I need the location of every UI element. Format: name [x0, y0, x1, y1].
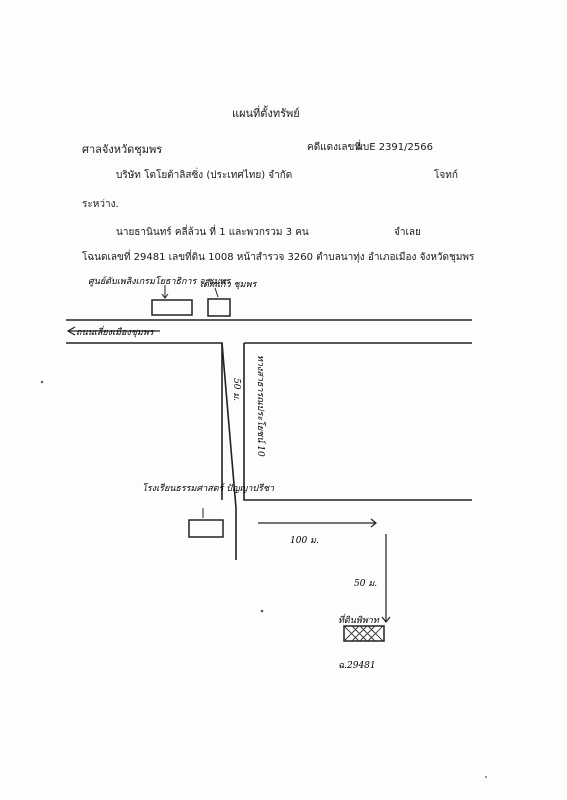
- main-road-bottom-edge-left: [66, 342, 223, 500]
- distance-south-label: 50 ม.: [354, 579, 377, 589]
- between-label: ระหว่าง.: [82, 199, 119, 210]
- plaintiff-role: โจทก์: [434, 170, 458, 181]
- court-name: ศาลจังหวัดชุมพร: [82, 143, 163, 156]
- deed-info: โฉนดเลขที่ 29481 เลขที่ดิน 1008 หน้าสำรว…: [82, 252, 475, 263]
- property-parcel: [343, 625, 385, 642]
- landmark-top-left-label: ศูนย์ดับเพลิงเกรมโยธาธิการ จ.ชุมพร: [88, 275, 231, 287]
- case-label: คดีแดงเลขที่: [307, 142, 361, 153]
- plaintiff-name: บริษัท โตโยต้าลิสซิ่ง (ประเทศไทย) จำกัด: [116, 170, 293, 181]
- building-fire-station: [151, 299, 193, 316]
- parcel-number-label: ฉ.29481: [338, 661, 376, 671]
- side-road-left-edge: [221, 342, 237, 509]
- route-arrows: [258, 518, 391, 623]
- landmark-pointers: [161, 285, 219, 518]
- defendant-role: จำเลย: [394, 227, 421, 238]
- main-road-label: ถนนเลี่ยงเมืองชุมพร: [76, 325, 155, 338]
- roads: [66, 319, 472, 560]
- side-road-name-label: ทางสาธารณประโยชน์ 10: [255, 355, 267, 457]
- speck: [485, 776, 487, 778]
- speck: [40, 380, 44, 384]
- landmark-left-label: โรงเรียนธรรมศาสตร์ ปัญญาปรีชา: [142, 482, 275, 494]
- side-road-distance-label: 50 ม.: [231, 378, 241, 401]
- building-school: [188, 519, 224, 538]
- defendant-name: นายธานินทร์ คลี่ล้วน ที่ 1 และพวกรวม 3 ค…: [116, 227, 309, 238]
- case-number: ผบE 2391/2566: [357, 142, 433, 153]
- document-title: แผนที่ตั้งทรัพย์: [232, 107, 300, 120]
- landmark-top-right-label: เด็กแก้ว ชุมพร: [200, 278, 258, 290]
- building-shop: [207, 298, 231, 317]
- side-road-right-edge: [243, 343, 472, 501]
- speck: [260, 609, 264, 613]
- property-label: ที่ดินพิพาท: [338, 613, 380, 626]
- main-road-arrow: [66, 326, 160, 336]
- distance-east-label: 100 ม.: [290, 536, 319, 546]
